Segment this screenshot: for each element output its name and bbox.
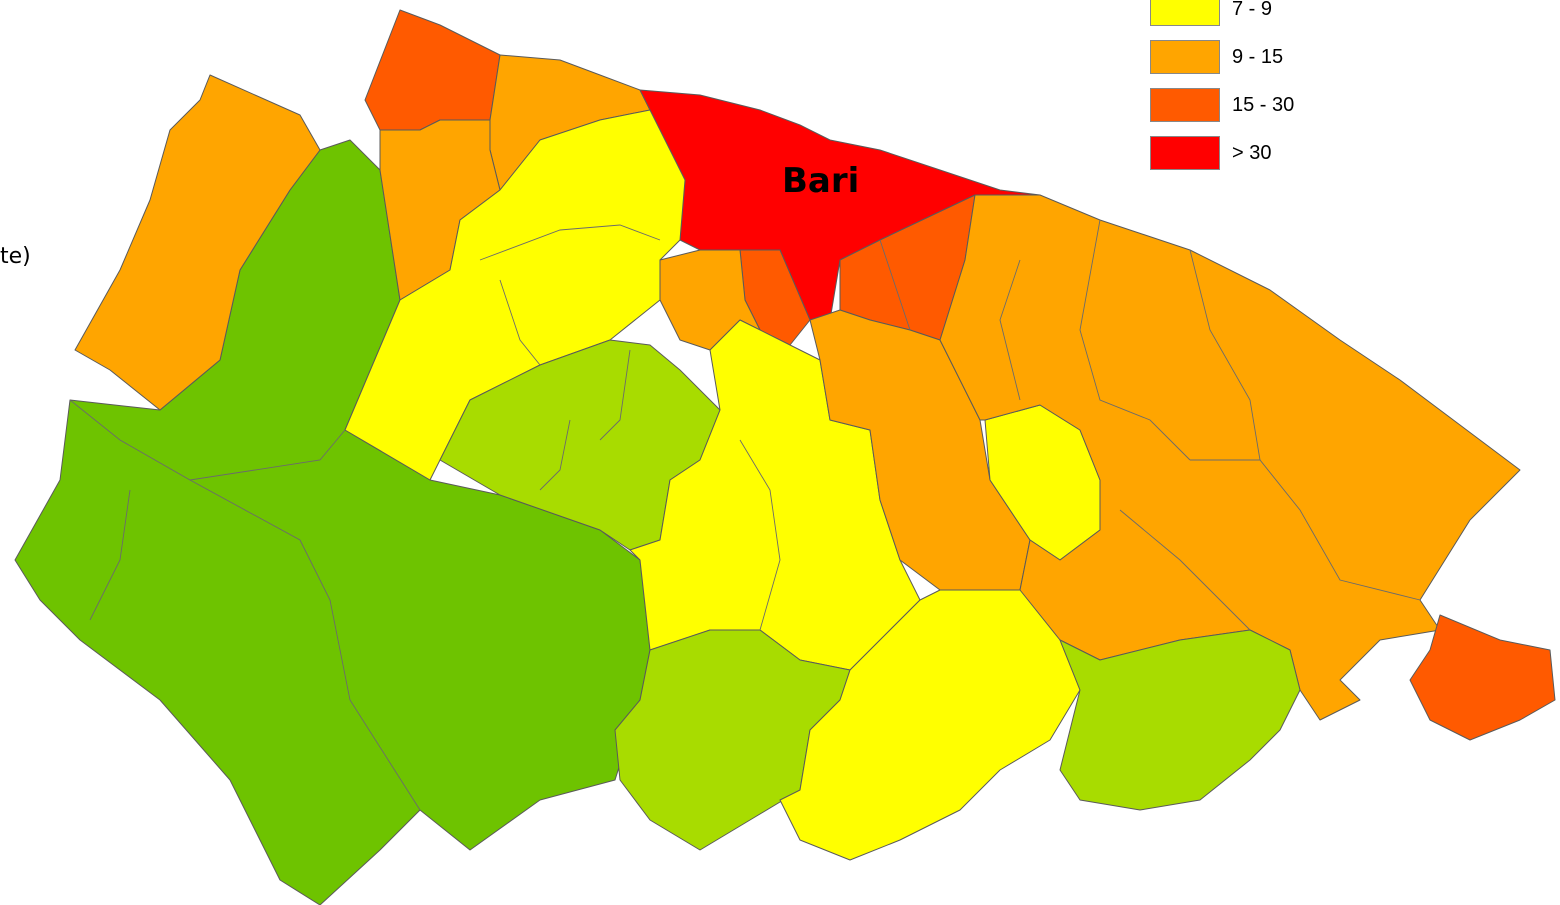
region-lightgreen-south-east	[1059, 629, 1301, 811]
legend-swatch	[1150, 40, 1220, 74]
boundary-line	[189, 479, 421, 811]
legend-label: > 30	[1232, 142, 1272, 164]
legend-label: 15 - 30	[1232, 94, 1295, 116]
legend-swatch	[1150, 88, 1220, 122]
boundary-line	[879, 239, 911, 331]
boundary-line	[1189, 249, 1261, 461]
boundary-line	[999, 259, 1021, 401]
region-orange-northwest	[74, 74, 321, 411]
boundary-line	[599, 349, 631, 441]
boundary-line	[539, 419, 571, 491]
city-label-bari: Bari	[782, 161, 859, 201]
boundary-line	[1190, 459, 1421, 601]
boundary-line	[69, 399, 346, 481]
legend-swatch	[1150, 136, 1220, 170]
region-yellow-south	[779, 589, 1081, 861]
boundary-line	[89, 489, 131, 621]
legend-label: 7 - 9	[1232, 0, 1273, 20]
legend-label: 9 - 15	[1232, 46, 1284, 68]
side-text-fragment: te)	[0, 244, 31, 269]
boundary-line	[739, 439, 781, 631]
region-darkorange-north-1	[364, 9, 501, 131]
boundary-line	[1119, 509, 1251, 631]
region-darkorange-far-east	[1409, 614, 1556, 741]
legend-swatch	[1150, 0, 1220, 26]
boundary-line	[499, 279, 541, 366]
boundary-line	[479, 224, 661, 261]
boundary-line	[1079, 219, 1191, 461]
